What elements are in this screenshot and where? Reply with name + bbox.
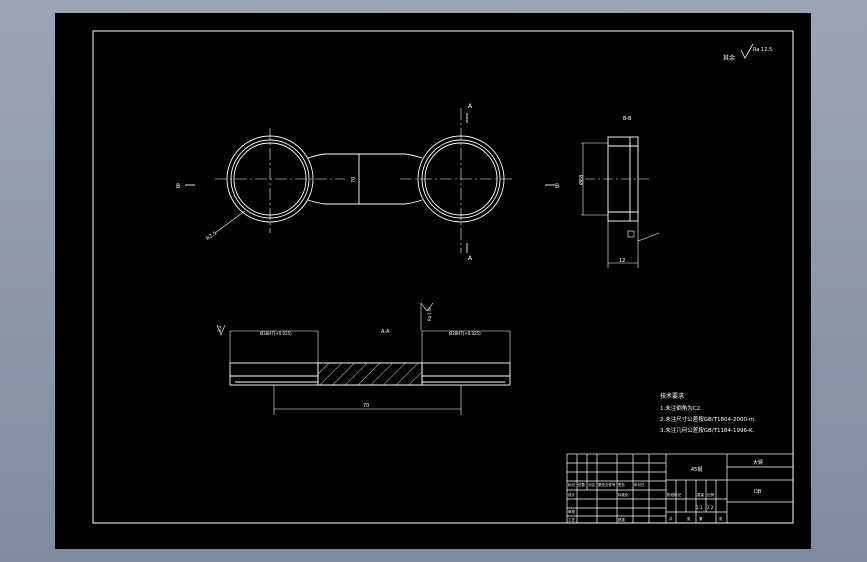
title-block-sheets-b: 张	[719, 516, 723, 521]
title-block-name: 大臂	[753, 459, 763, 466]
roughness-symbol-icon	[740, 43, 754, 59]
roughness-prefix: 其余	[723, 54, 735, 62]
top-view	[185, 108, 555, 253]
tech-requirement-1: 1.未注倒角为C2.	[660, 404, 702, 412]
title-block-header-5: 签名	[618, 482, 625, 487]
drawing-frame	[92, 30, 794, 524]
title-block-ratio: 比例	[707, 492, 715, 497]
tech-requirement-3: 3.未注几何公差按GB/T1184-1996-K.	[660, 426, 755, 434]
title-block-sheet-count: 2 2	[707, 505, 714, 510]
section-center-distance: 70	[363, 403, 369, 409]
title-block-header-2: 处数	[578, 482, 586, 487]
section-view-title: A-A	[381, 329, 390, 335]
tech-requirement-2: 2.未注尺寸公差按GB/T1804-2000-m.	[660, 415, 756, 423]
title-block-weight: 重量	[697, 492, 705, 497]
section-roughness-left: 3.2	[217, 325, 222, 332]
title-block-header-3: 分区	[588, 482, 596, 487]
drawing-canvas: 其余 Ra 12.5	[92, 30, 794, 524]
title-block-material: 45钢	[691, 466, 702, 473]
title-block-row-review: 审核	[568, 509, 576, 514]
title-block-row-design: 设计	[568, 492, 576, 497]
drawing-sheet: 其余 Ra 12.5	[55, 13, 811, 549]
title-block-row-process: 工艺	[568, 517, 576, 522]
title-block-total: 共	[669, 516, 673, 521]
title-block-standardization: 标准化	[618, 492, 629, 497]
section-right-dim: Ø38H7(+0.025)	[449, 331, 481, 336]
side-view	[581, 136, 660, 268]
tech-requirements: 技术要求 1.未注倒角为C2. 2.未注尺寸公差按GB/T1804-2000-m…	[660, 392, 756, 434]
title-block	[566, 453, 794, 524]
title-block-sheets-a: 张	[687, 516, 691, 521]
title-block-header-4: 更改文件号	[598, 482, 616, 487]
section-view	[216, 302, 511, 415]
section-roughness-mid: Ra 1.6	[427, 308, 432, 321]
roughness-value: Ra 12.5	[753, 47, 772, 53]
web-width-dim: 70	[351, 177, 357, 183]
radius-dim: R2.5	[205, 230, 218, 241]
side-view-title: B-B	[623, 116, 632, 122]
title-block-header-1: 标记	[568, 482, 576, 487]
side-width-dim: 12	[619, 258, 625, 264]
title-block-scale: 1:1	[696, 505, 703, 510]
section-mark-a-top: A	[468, 103, 473, 110]
section-mark-b-right: B	[555, 183, 559, 190]
section-mark-a-bottom: A	[468, 255, 473, 262]
section-left-dim: Ø38H7(+0.025)	[260, 331, 292, 336]
title-block-drawing-no: DB	[754, 489, 762, 495]
roughness-note: 其余 Ra 12.5	[723, 43, 772, 62]
side-height-dim: Ø68	[578, 175, 585, 185]
tech-requirements-heading: 技术要求	[660, 392, 684, 400]
title-block-approval: 批准	[618, 517, 626, 522]
title-block-stage: 阶段标记	[667, 492, 681, 497]
section-mark-b-left: B	[176, 183, 180, 190]
title-block-page: 第	[699, 516, 703, 521]
title-block-header-6: 年月日	[634, 482, 645, 487]
